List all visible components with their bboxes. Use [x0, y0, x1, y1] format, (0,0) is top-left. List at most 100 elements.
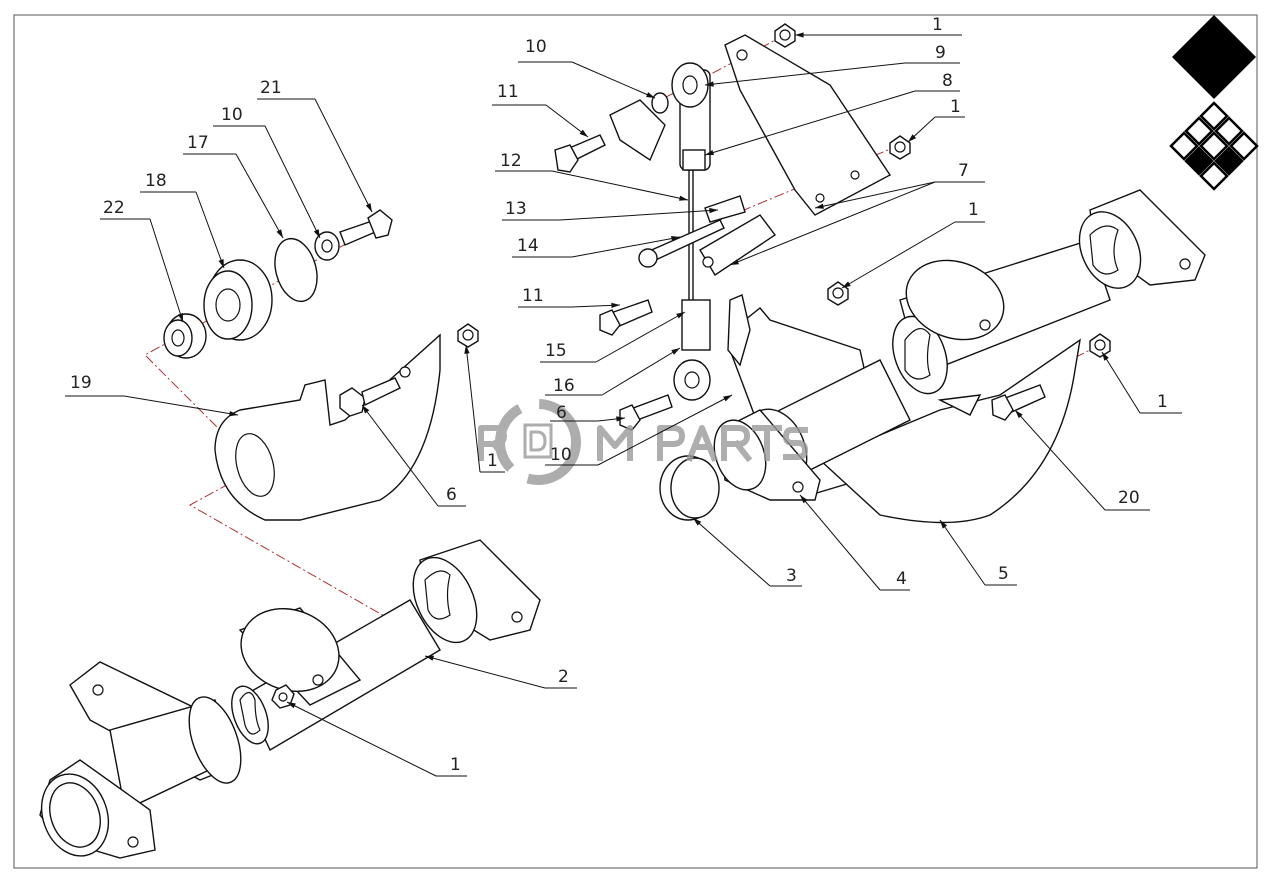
arrowhead: [908, 134, 917, 142]
callout-number: 3: [786, 566, 797, 586]
leader-line: [601, 347, 681, 396]
callout-number: 11: [497, 82, 519, 102]
arrowhead: [693, 518, 702, 526]
callout-number: 6: [446, 485, 457, 505]
arrowhead: [795, 32, 804, 38]
leader-line: [465, 344, 481, 473]
callout-6: 6: [550, 403, 626, 423]
callout-10: 10: [545, 394, 733, 466]
callout-7: 7: [729, 161, 985, 266]
arrowhead: [579, 129, 588, 137]
callout-13: 13: [502, 199, 719, 221]
callout-15: 15: [540, 311, 686, 363]
callout-9: 9: [704, 43, 960, 87]
leader-line: [1101, 351, 1141, 414]
logo-small-diamond: [1199, 131, 1229, 161]
callout-1: 1: [907, 97, 965, 143]
callout-10: 10: [518, 37, 656, 99]
watermark-lettering: [478, 425, 808, 463]
arrowhead: [218, 259, 224, 268]
leader-line: [361, 404, 439, 507]
arrowhead: [1015, 410, 1023, 419]
leader-line: [235, 153, 284, 239]
callout-10: 10: [213, 105, 321, 239]
arrowhead: [705, 81, 714, 87]
callout-number: 19: [70, 373, 92, 393]
leader-line: [1014, 409, 1106, 511]
arrowhead: [709, 207, 718, 214]
arrowhead: [676, 312, 685, 319]
arrowhead: [815, 203, 824, 209]
callout-1: 1: [1101, 351, 1182, 414]
leader-line: [424, 655, 546, 689]
hex-nut: [889, 135, 911, 160]
callout-number: 7: [958, 161, 969, 181]
arrowhead: [362, 405, 370, 414]
callout-number: 20: [1118, 488, 1140, 508]
leader-line: [571, 61, 656, 99]
leader-line: [597, 394, 733, 466]
leader-line: [704, 62, 906, 86]
callout-number: 8: [942, 71, 953, 91]
arrowhead: [800, 495, 808, 504]
linkage-rod-assembly: [554, 34, 892, 431]
arrowhead: [705, 149, 714, 156]
arrowhead: [671, 348, 680, 355]
arrowhead: [671, 235, 680, 242]
arrowhead: [679, 195, 688, 201]
diamond-grid-logo: [1169, 15, 1259, 191]
logo-small-diamond: [1199, 161, 1229, 191]
logo-small-diamond: [1169, 131, 1199, 161]
shaft-assembly-right: [659, 189, 1206, 524]
callout-number: 5: [998, 564, 1009, 584]
leader-line: [939, 519, 986, 586]
callout-14: 14: [512, 235, 681, 258]
callout-number: 1: [1157, 392, 1168, 412]
arrowhead: [287, 702, 296, 709]
callout-11: 11: [492, 82, 589, 138]
hex-nut: [1089, 333, 1111, 358]
leader-line: [149, 218, 184, 323]
arrowhead: [365, 203, 372, 212]
arrowhead: [730, 259, 739, 265]
callout-number: 4: [896, 569, 907, 589]
callout-5: 5: [939, 519, 1017, 586]
callout-number: 1: [950, 97, 961, 117]
leader-line: [729, 181, 936, 266]
logo-small-diamond: [1229, 131, 1259, 161]
leader-line: [704, 90, 916, 156]
leader-line: [545, 104, 589, 138]
callout-2: 2: [424, 655, 577, 689]
callout-number: 22: [103, 198, 125, 218]
callout-number: 6: [556, 403, 567, 423]
arrowhead: [276, 229, 283, 238]
callout-number: 10: [550, 445, 572, 465]
arrowhead: [425, 655, 434, 661]
leader-line: [595, 311, 686, 363]
logo-small-diamond: [1199, 101, 1229, 131]
callout-1: 1: [841, 200, 985, 289]
callout-6: 6: [361, 404, 466, 507]
leader-line: [551, 170, 689, 201]
leader-line: [692, 517, 771, 587]
logo-small-diamond: [1214, 146, 1244, 176]
arrowhead: [940, 520, 948, 529]
arrowhead: [229, 410, 238, 417]
bearing-stack: [163, 209, 393, 359]
callout-17: 17: [183, 133, 284, 239]
callout-number: 2: [558, 667, 569, 687]
callout-number: 1: [450, 755, 461, 775]
callout-20: 20: [1014, 409, 1150, 511]
shaft-part-2: [39, 539, 541, 859]
callout-number: 12: [500, 151, 522, 171]
callout-number: 1: [487, 451, 498, 471]
callout-4: 4: [799, 494, 910, 591]
callout-11: 11: [518, 286, 621, 309]
callout-22: 22: [100, 198, 184, 323]
hex-nut: [457, 323, 479, 348]
arrowhead: [611, 302, 620, 309]
callout-number: 1: [932, 15, 943, 35]
arrowhead: [723, 395, 732, 402]
